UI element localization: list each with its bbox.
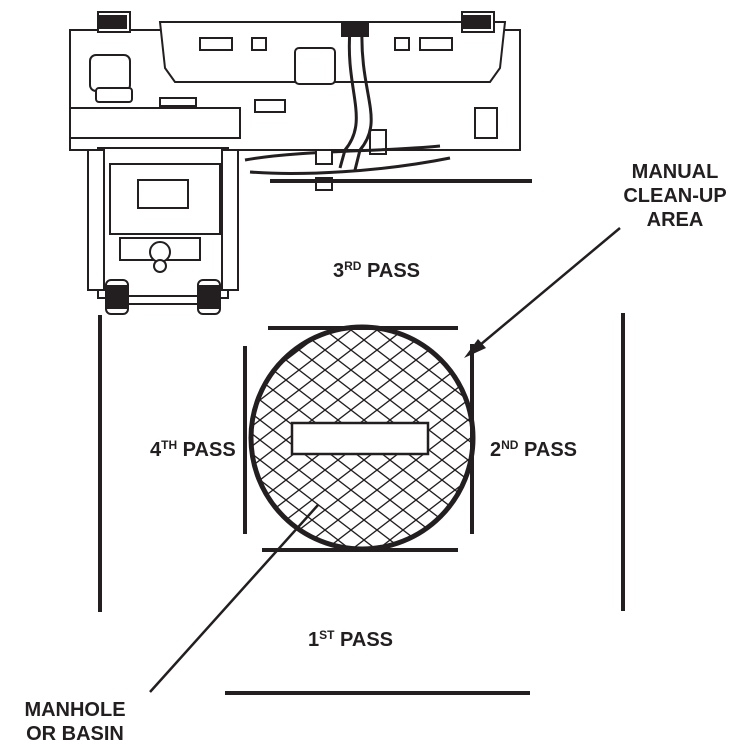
manual-area-leader bbox=[473, 227, 621, 351]
label-manual-cleanup-area: MANUAL CLEAN-UP AREA bbox=[623, 161, 727, 231]
manhole-leader bbox=[149, 504, 319, 693]
label-1st-pass: 1ST PASS bbox=[308, 628, 394, 651]
manhole-basin bbox=[248, 324, 476, 552]
label-2nd-pass: 2ND PASS bbox=[490, 438, 578, 461]
sweeper-machine-icon bbox=[69, 11, 521, 315]
manhole-grate bbox=[290, 421, 430, 456]
pass-lines bbox=[98, 179, 625, 695]
label-4th-pass: 4TH PASS bbox=[150, 438, 236, 461]
label-3rd-pass: 3RD PASS bbox=[333, 259, 421, 282]
leader-lines bbox=[149, 227, 621, 693]
label-manhole-or-basin: MANHOLE OR BASIN bbox=[24, 699, 126, 745]
